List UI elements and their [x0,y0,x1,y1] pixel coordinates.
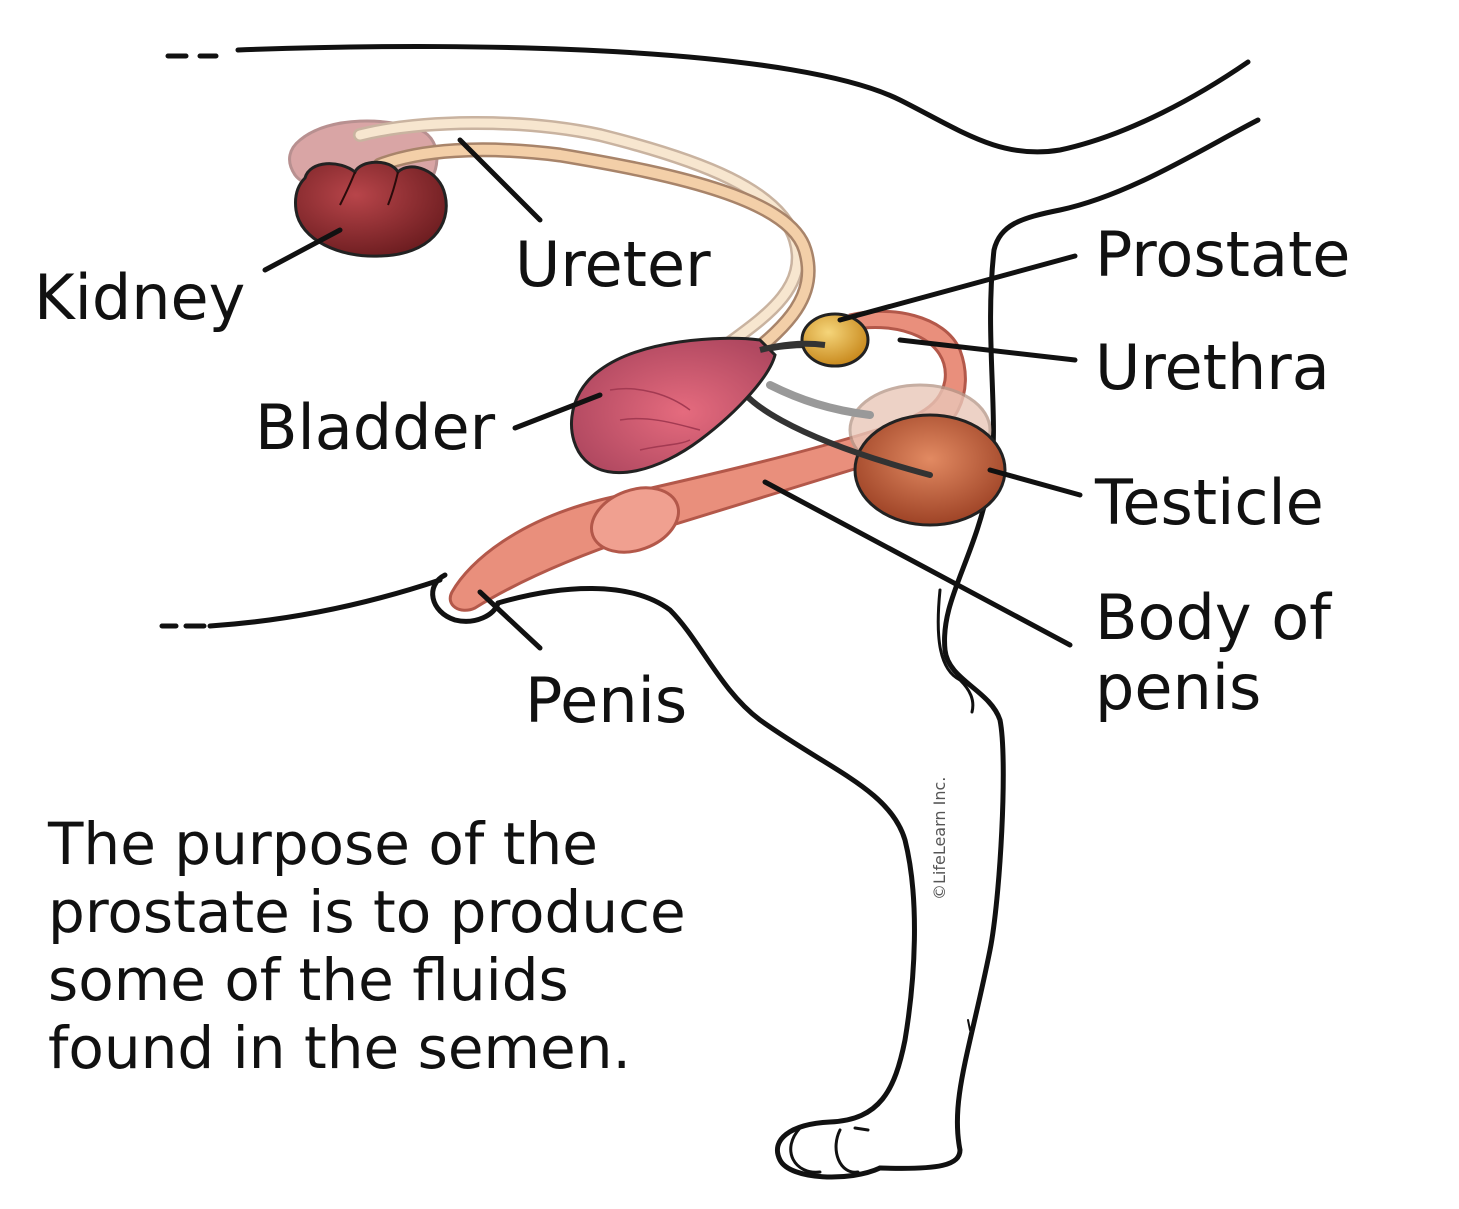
caption-line-3: some of the fluids [48,946,569,1014]
ureter [353,116,816,368]
leader-lines [262,137,1083,651]
testicle-leader [987,467,1083,498]
body-of-penis-label-line1: Body of [1095,581,1331,654]
urethra-leader [897,337,1078,363]
urethra-label: Urethra [1095,331,1330,404]
bladder-label: Bladder [255,391,496,464]
kidney-label: Kidney [34,261,246,334]
prostate-leader [837,253,1078,323]
caption-line-2: prostate is to produce [48,878,686,946]
penis-leader [477,589,543,651]
body-outline [159,44,1261,1180]
prostate [759,312,870,368]
ureter-leader [457,137,543,223]
testicle [848,383,1007,527]
ureter-label: Ureter [515,228,711,301]
body-of-penis-label-line2: penis [1095,651,1262,724]
kidney-leader [262,227,343,273]
testicle-label: Testicle [1095,466,1324,539]
penis-label: Penis [525,664,688,737]
prostate-label: Prostate [1095,218,1351,291]
bladder-leader [512,392,603,431]
caption-line-4: found in the semen. [48,1014,631,1082]
body-of-penis-leader [762,479,1073,648]
copyright-notice: ©LifeLearn Inc. [930,776,949,900]
caption: The purpose of the prostate is to produc… [48,810,686,1082]
bladder [570,336,777,475]
caption-line-1: The purpose of the [48,810,598,878]
